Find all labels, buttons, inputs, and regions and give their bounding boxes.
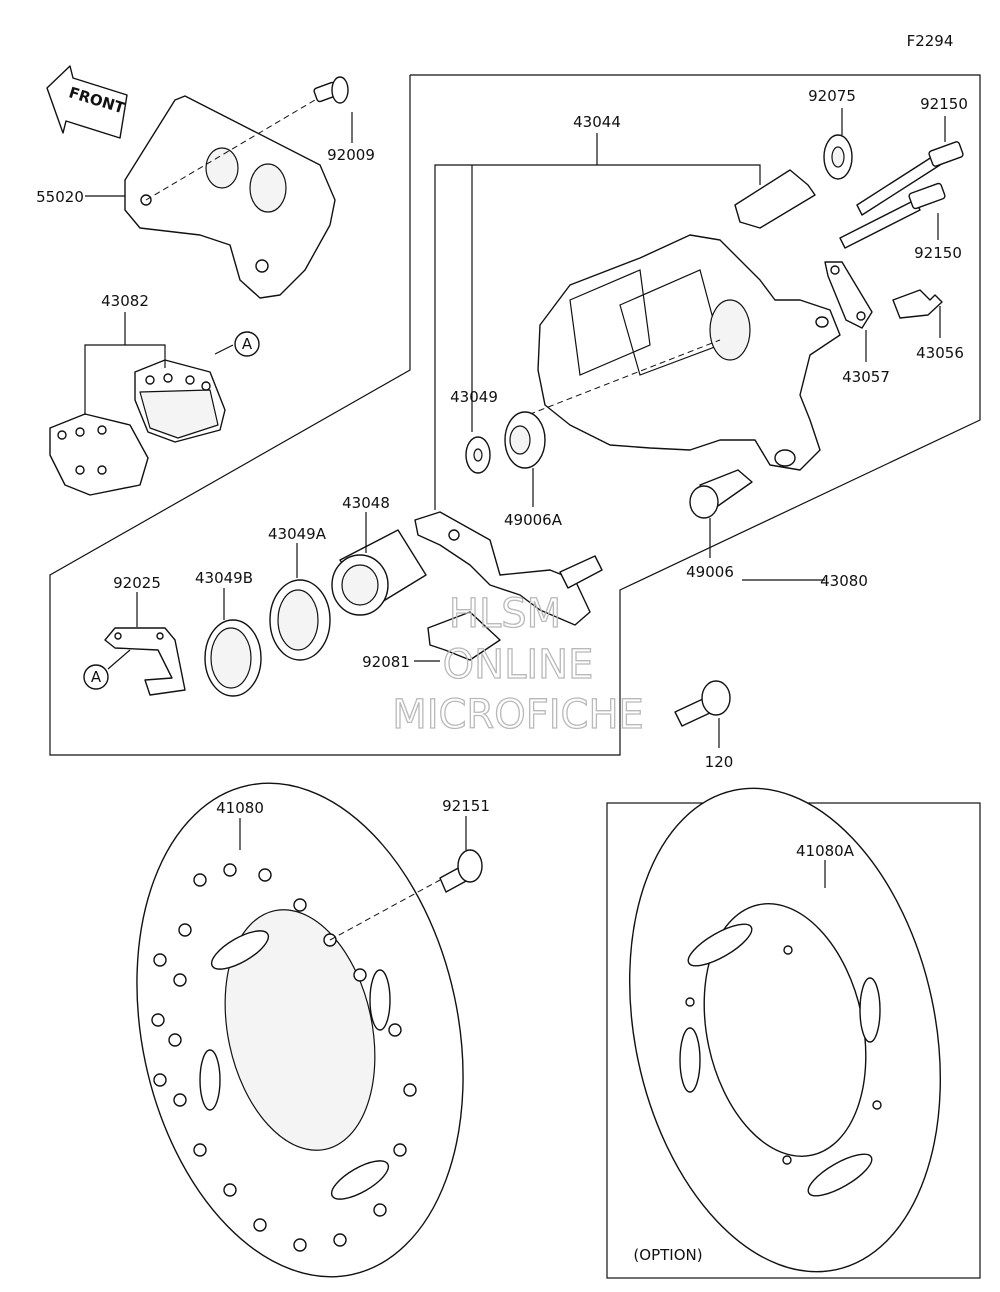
plate-92081[interactable] xyxy=(427,611,501,661)
bleeder-43056[interactable] xyxy=(892,289,943,319)
callout-a-top: A xyxy=(234,331,260,357)
label-43082[interactable]: 43082 xyxy=(101,292,149,310)
holder-43080[interactable] xyxy=(414,511,603,626)
label-92075[interactable]: 92075 xyxy=(808,87,856,105)
disc-bolt-axis xyxy=(329,879,441,941)
washer-43049-hole xyxy=(473,448,483,462)
label-92009[interactable]: 92009 xyxy=(327,146,375,164)
label-55020[interactable]: 55020 xyxy=(36,188,84,206)
label-49006a[interactable]: 49006A xyxy=(504,511,563,529)
label-43049[interactable]: 43049 xyxy=(450,388,498,406)
callout-a-bottom: A xyxy=(83,664,109,690)
label-41080[interactable]: 41080 xyxy=(216,799,264,817)
label-92151[interactable]: 92151 xyxy=(442,797,490,815)
bolt-92150-lower[interactable] xyxy=(839,182,946,249)
piston-43048[interactable] xyxy=(331,529,427,616)
pin-boot-92075[interactable] xyxy=(734,134,853,229)
svg-text:A: A xyxy=(242,335,253,353)
seal-43049a[interactable] xyxy=(269,579,331,661)
brake-pads-43082[interactable] xyxy=(49,359,226,496)
bracket-55020[interactable] xyxy=(124,95,336,299)
label-43044[interactable]: 43044 xyxy=(573,113,621,131)
watermark-line-2: ONLINE xyxy=(443,642,594,688)
label-49006[interactable]: 49006 xyxy=(686,563,734,581)
caliper-group-outline xyxy=(49,74,981,756)
bolt-49006[interactable] xyxy=(689,469,753,519)
leader-lines xyxy=(84,108,946,888)
option-label: (OPTION) xyxy=(633,1246,702,1264)
label-43048[interactable]: 43048 xyxy=(342,494,390,512)
label-43049a[interactable]: 43049A xyxy=(268,525,327,543)
spring-92025[interactable] xyxy=(104,627,186,696)
disc-holes xyxy=(151,863,417,1252)
svg-text:A: A xyxy=(91,668,102,686)
label-43057[interactable]: 43057 xyxy=(842,368,890,386)
label-92025[interactable]: 92025 xyxy=(113,574,161,592)
bolt-92009[interactable] xyxy=(313,76,349,104)
bolt-92150-upper[interactable] xyxy=(856,141,964,216)
label-92081[interactable]: 92081 xyxy=(362,653,410,671)
front-arrow-icon: FRONT xyxy=(46,65,128,139)
caliper-body[interactable] xyxy=(519,234,841,471)
seal-43049b[interactable] xyxy=(204,619,262,697)
label-43049b[interactable]: 43049B xyxy=(195,569,253,587)
label-43056[interactable]: 43056 xyxy=(916,344,964,362)
diagram-code: F2294 xyxy=(907,32,954,50)
label-120[interactable]: 120 xyxy=(705,753,734,771)
label-43080[interactable]: 43080 xyxy=(820,572,868,590)
seal-49006a[interactable] xyxy=(504,411,546,469)
label-92150-upper[interactable]: 92150 xyxy=(920,95,968,113)
link-43057[interactable] xyxy=(824,261,873,329)
bolt-92151[interactable] xyxy=(439,849,483,893)
disc-41080[interactable] xyxy=(93,753,506,1292)
watermark-line-3: MICROFICHE xyxy=(392,692,644,738)
bolt-120[interactable] xyxy=(674,680,731,727)
label-41080a[interactable]: 41080A xyxy=(796,842,855,860)
label-92150-lower[interactable]: 92150 xyxy=(914,244,962,262)
watermark-line-1: HLSM xyxy=(449,591,561,637)
watermark: HLSM ONLINE MICROFICHE xyxy=(392,590,645,738)
disc-41080a[interactable] xyxy=(587,759,982,1292)
